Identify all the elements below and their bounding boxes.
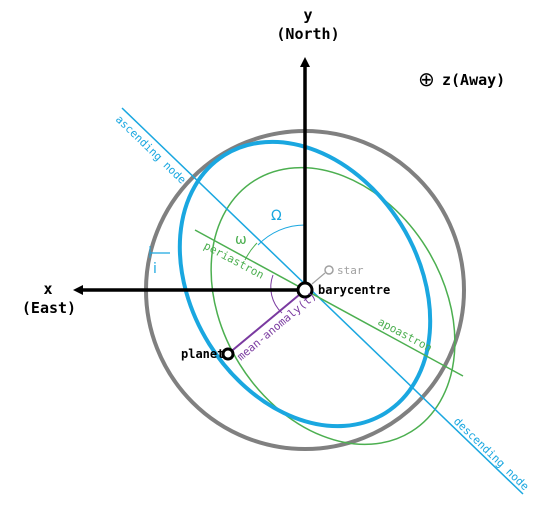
planet-marker (221, 347, 235, 361)
mean-anomaly-arc (270, 274, 283, 314)
star-label: star (337, 264, 364, 277)
omega-small-label: ω (235, 232, 247, 248)
star-pointer (311, 272, 326, 285)
omega-big-arc (257, 224, 306, 246)
y-axis-letter: y (303, 6, 312, 24)
descending-node-label: descending node (451, 415, 531, 493)
line-of-nodes (121, 107, 524, 495)
omega-small-arc (244, 242, 258, 261)
inclination-label: i (153, 261, 157, 277)
z-axis-symbol: ⊕ (418, 67, 435, 91)
barycentre-label: barycentre (318, 283, 390, 297)
apsides-line (194, 229, 464, 377)
mean-anomaly-label: mean-anomaly(t) (235, 289, 319, 363)
x-axis-label: (East) (22, 299, 76, 317)
mean-anomaly-line (227, 289, 306, 355)
omega-big-label: Ω (271, 208, 282, 224)
barycentre-marker (296, 281, 314, 299)
apoastron-label: apoastron (376, 315, 435, 354)
x-axis-letter: x (43, 280, 52, 298)
planet-label: planet (181, 347, 224, 361)
ascending-node-label: ascending node (113, 113, 189, 187)
projected-orbit-ellipse (177, 139, 433, 429)
y-axis-label: (North) (276, 25, 339, 43)
true-orbit-ellipse (210, 166, 456, 446)
star-marker (324, 265, 334, 275)
z-axis-label: z(Away) (442, 71, 505, 89)
